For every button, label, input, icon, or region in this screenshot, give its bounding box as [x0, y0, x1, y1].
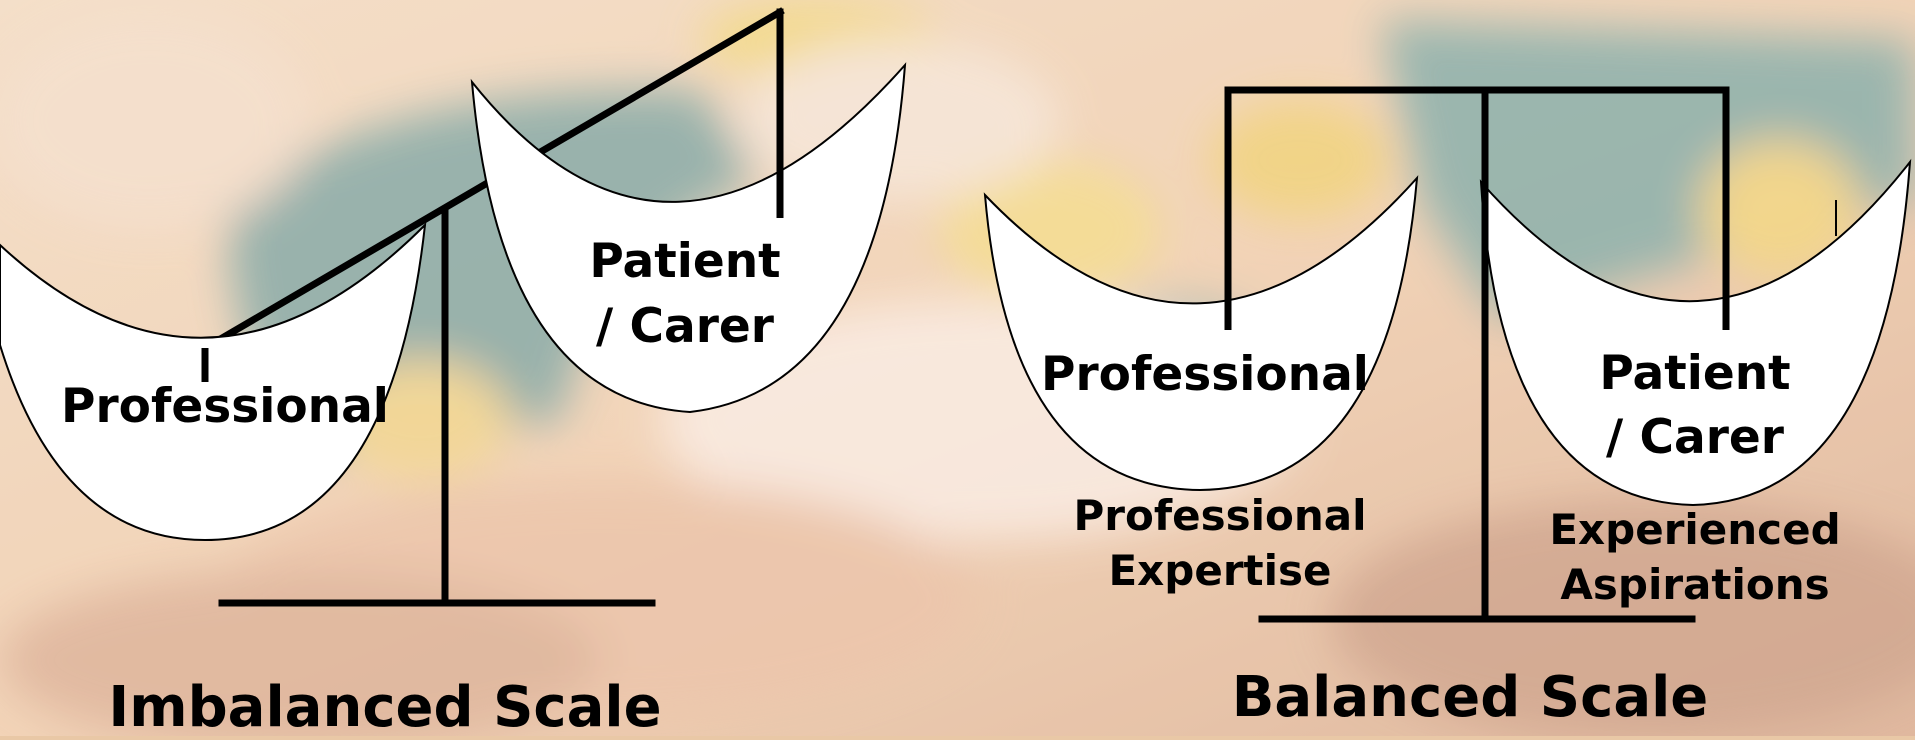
- imbalanced-left-pan: [0, 222, 427, 542]
- imbalanced-right-pan-label-line2: / Carer: [596, 299, 774, 354]
- balanced-right-pan-label-line2: / Carer: [1606, 410, 1784, 465]
- balanced-right-caption-line2: Aspirations: [1560, 560, 1830, 609]
- imbalanced-left-pan-label: Professional: [61, 379, 389, 434]
- balanced-right-caption-line1: Experienced: [1549, 505, 1841, 554]
- imbalanced-right-pan-label-line1: Patient: [589, 234, 781, 289]
- imbalanced-scale-title: Imbalanced Scale: [108, 675, 662, 740]
- balanced-scale-title: Balanced Scale: [1231, 665, 1709, 730]
- balanced-right-pan: [1479, 158, 1912, 507]
- balanced-left-caption-line1: Professional: [1073, 491, 1367, 540]
- balanced-left-caption-line2: Expertise: [1108, 546, 1332, 595]
- balanced-left-pan: [983, 175, 1419, 492]
- balanced-right-pan-label-line1: Patient: [1599, 346, 1791, 401]
- imbalanced-right-pan: [470, 62, 907, 414]
- balanced-left-pan-label: Professional: [1041, 347, 1369, 402]
